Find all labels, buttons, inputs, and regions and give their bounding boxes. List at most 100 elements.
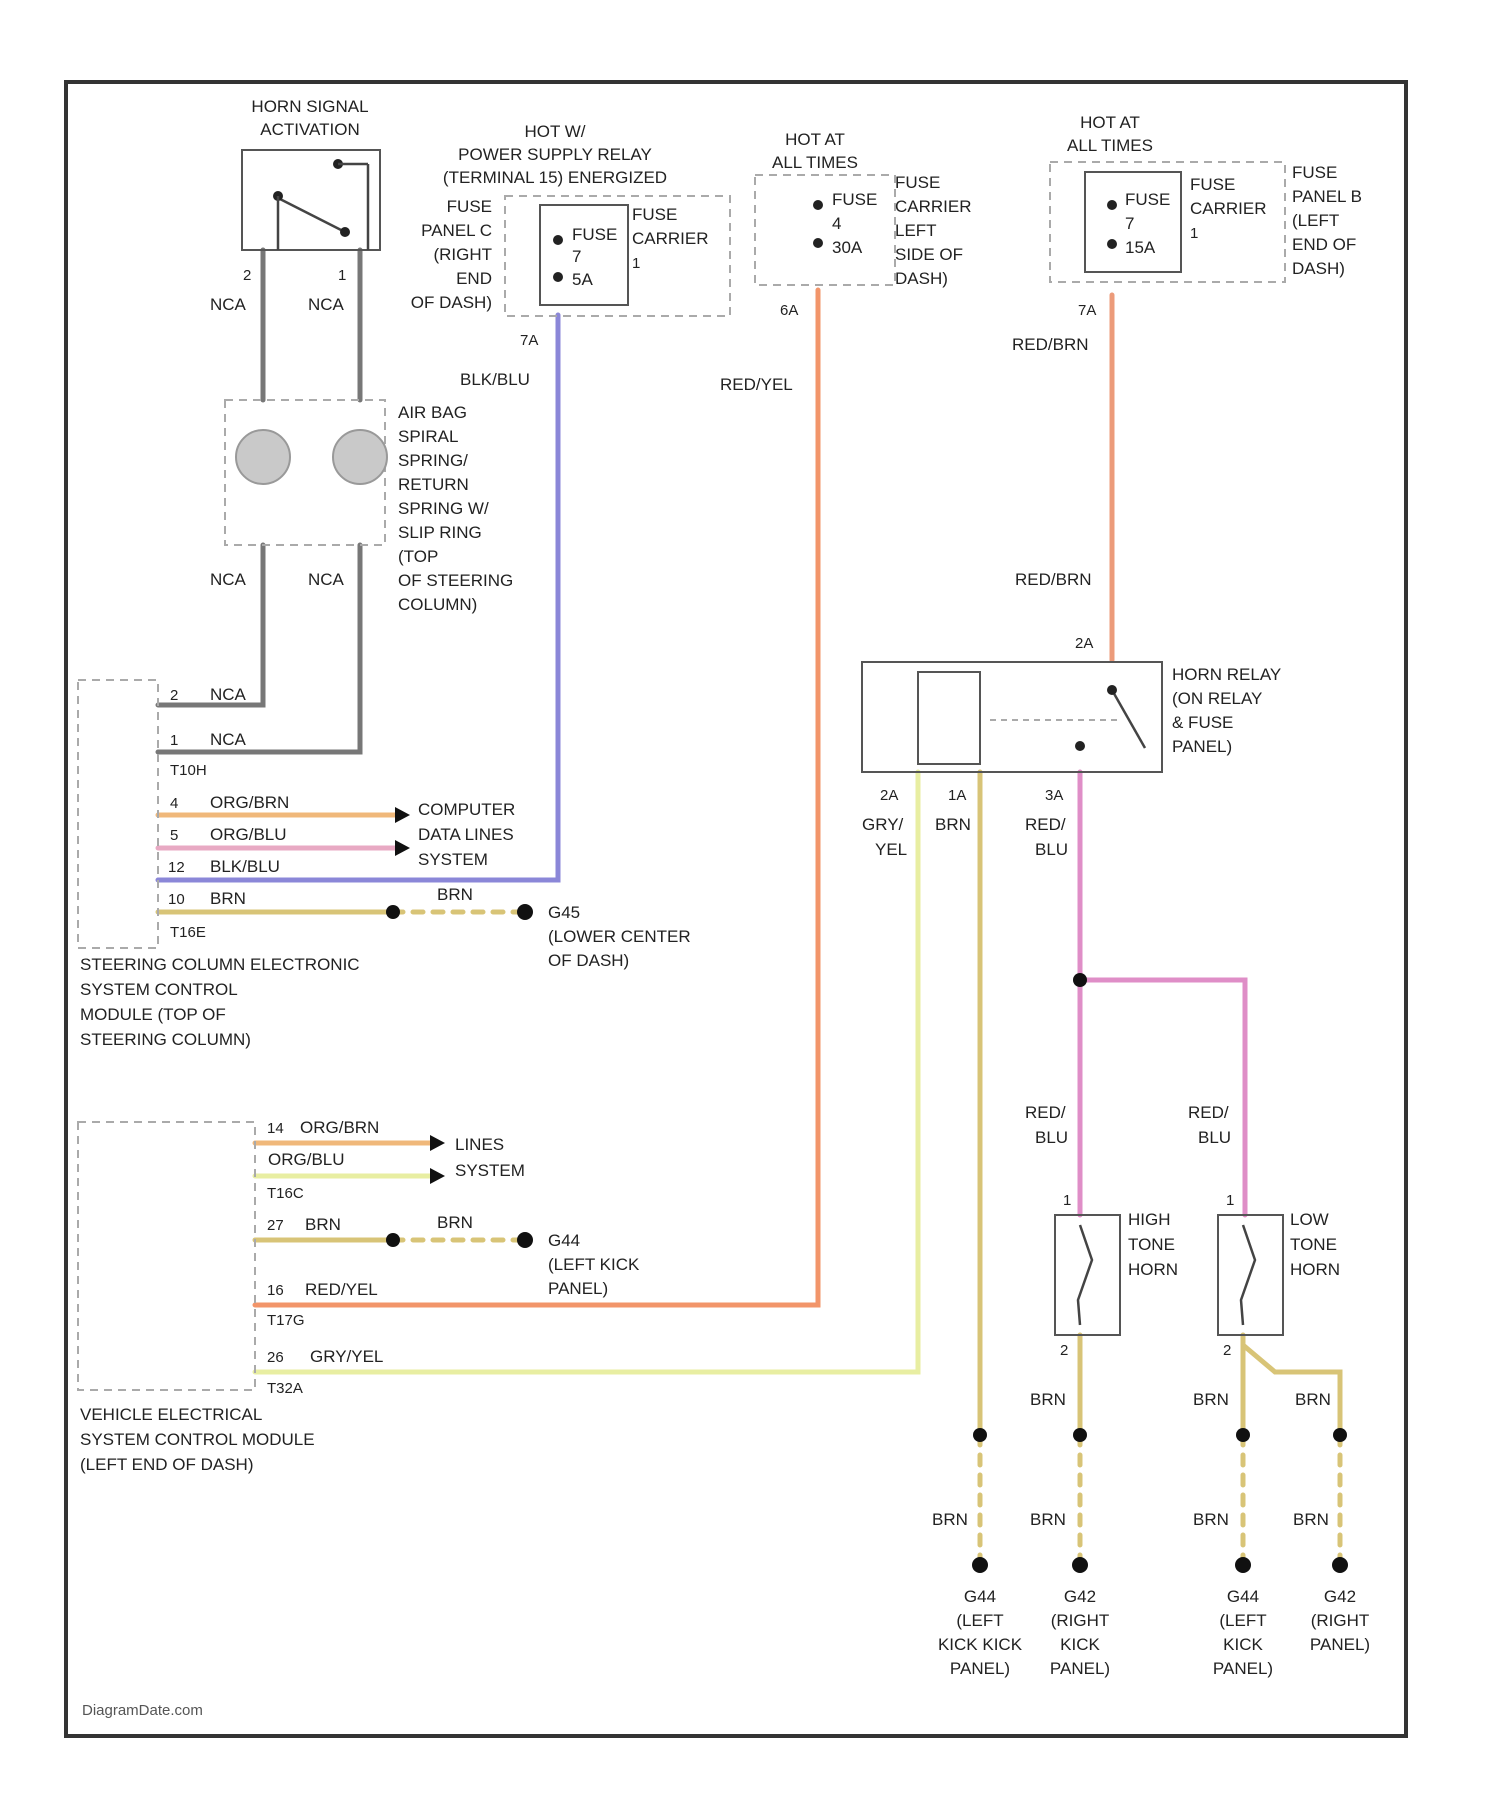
splice-g45 xyxy=(386,905,400,919)
power-relay-panel-3: (RIGHT xyxy=(433,245,492,264)
horn-relay-pin-1: 2A xyxy=(880,787,898,804)
vm-row-pin-4: 27 xyxy=(267,1217,284,1234)
horn-relay-coil-box xyxy=(918,672,980,764)
arrow-vm-org-brn xyxy=(430,1135,445,1151)
arrow-org-blu xyxy=(395,840,410,856)
power-relay-carrier-1: FUSE xyxy=(632,205,677,224)
spiral-label-4: RETURN xyxy=(398,475,469,494)
sm-label-3: MODULE (TOP OF xyxy=(80,1005,226,1024)
ground-4-label-2: (RIGHT xyxy=(1311,1611,1370,1630)
splice-brn-1 xyxy=(973,1428,987,1442)
horn-relay-pivot xyxy=(1107,685,1117,695)
fuse-power-relay-panel-box xyxy=(505,196,730,316)
diagram-frame xyxy=(66,82,1406,1736)
sm-row-pin-1: 2 xyxy=(170,687,178,704)
vehicle-module-box xyxy=(78,1122,255,1390)
wire-label-nca-1: NCA xyxy=(210,295,247,314)
sm-row-wire-6: BLK/BLU xyxy=(210,857,280,876)
horn-switch-pin-2: 2 xyxy=(243,267,251,284)
sm-row-wire-1: NCA xyxy=(210,685,247,704)
power-relay-carrier-2: CARRIER xyxy=(632,229,709,248)
fuse-7-bottom xyxy=(553,272,563,282)
wire-label-nca-2: NCA xyxy=(308,295,345,314)
ground-1-label-2: (LEFT xyxy=(956,1611,1003,1630)
power-relay-panel-2: PANEL C xyxy=(421,221,492,240)
vm-row-pin-6: T17G xyxy=(267,1312,305,1329)
low-horn-label-3: HORN xyxy=(1290,1260,1340,1279)
sm-row-wire-2: NCA xyxy=(210,730,247,749)
bottom-brn-3: BRN xyxy=(1193,1510,1229,1529)
vm-row-pin-5: 16 xyxy=(267,1282,284,1299)
horn-relay-label-3: & FUSE xyxy=(1172,713,1233,732)
credit-text: DiagramDate.com xyxy=(82,1702,203,1719)
fuse-power-relay-carrier-box xyxy=(540,205,628,305)
high-horn-wire-in-2: BLU xyxy=(1035,1128,1068,1147)
horn-relay-top-pin: 2A xyxy=(1075,635,1093,652)
spiral-coil-right xyxy=(333,430,387,484)
sm-ground-3: OF DASH) xyxy=(548,951,629,970)
vm-label-1: VEHICLE ELECTRICAL xyxy=(80,1405,262,1424)
vm-ground-3: PANEL) xyxy=(548,1279,608,1298)
ground-2 xyxy=(1072,1557,1088,1573)
vm-ground-1: G44 xyxy=(548,1231,580,1250)
wire-label-blk-blu: BLK/BLU xyxy=(460,370,530,389)
fuse-4-top xyxy=(813,200,823,210)
spiral-label-2: SPIRAL xyxy=(398,427,458,446)
low-horn-wire-in-2: BLU xyxy=(1198,1128,1231,1147)
low-horn-label-1: LOW xyxy=(1290,1210,1329,1229)
low-horn-wire-out: BRN xyxy=(1193,1390,1229,1409)
ground-1-label-3: KICK KICK xyxy=(938,1635,1023,1654)
panelb-panel-5: DASH) xyxy=(1292,259,1345,278)
power-relay-panel-4: END xyxy=(456,269,492,288)
power-relay-hot-3: (TERMINAL 15) ENERGIZED xyxy=(443,168,667,187)
fuse4-hot-2: ALL TIMES xyxy=(772,153,858,172)
ground-3 xyxy=(1235,1557,1251,1573)
ground-1-label-1: G44 xyxy=(964,1587,996,1606)
horn-relay-label-2: (ON RELAY xyxy=(1172,689,1262,708)
sm-row-pin-4: 4 xyxy=(170,795,178,812)
low-horn-wire-in-1: RED/ xyxy=(1188,1103,1229,1122)
power-relay-carrier-3: 1 xyxy=(632,255,640,272)
wire-label-red-blu-2: BLU xyxy=(1035,840,1068,859)
sm-row-wire-4: ORG/BRN xyxy=(210,793,289,812)
wire-label-nca-3: NCA xyxy=(210,570,247,589)
ground-1-label-4: PANEL) xyxy=(950,1659,1010,1678)
bottom-brn-4: BRN xyxy=(1293,1510,1329,1529)
vm-row-pin-7: 26 xyxy=(267,1349,284,1366)
arrow-vm-org-blu xyxy=(430,1168,445,1184)
high-horn-pin-2: 2 xyxy=(1060,1342,1068,1359)
panelb-panel-4: END OF xyxy=(1292,235,1356,254)
vm-ground-2: (LEFT KICK xyxy=(548,1255,640,1274)
power-relay-fuse-3: 5A xyxy=(572,270,593,289)
sm-row-wire-5: ORG/BLU xyxy=(210,825,287,844)
ground-4-label-3: PANEL) xyxy=(1310,1635,1370,1654)
vm-row-wire-4: BRN xyxy=(305,1215,341,1234)
connection-marks xyxy=(386,807,1348,1573)
sm-row-wire-7: BRN xyxy=(210,889,246,908)
high-horn-pin-1: 1 xyxy=(1063,1192,1071,1209)
fuse4-fuse-3: 30A xyxy=(832,238,863,257)
horn-relay-pin-2: 1A xyxy=(948,787,966,804)
horn-switch-contact-b xyxy=(340,227,350,237)
fuse4-fuse-1: FUSE xyxy=(832,190,877,209)
sm-row-pin-6: 12 xyxy=(168,859,185,876)
fuse-7b-bottom xyxy=(1107,239,1117,249)
ground-g44-vm xyxy=(517,1232,533,1248)
wire-label-red-blu-1: RED/ xyxy=(1025,815,1066,834)
power-relay-fuse-2: 7 xyxy=(572,247,581,266)
low-horn-coil xyxy=(1241,1225,1255,1325)
horn-switch-label-2: ACTIVATION xyxy=(260,120,360,139)
steering-module-box xyxy=(78,680,158,948)
ground-3-label-4: PANEL) xyxy=(1213,1659,1273,1678)
panelb-fuse-3: 15A xyxy=(1125,238,1156,257)
fuse4-carrier-1: FUSE xyxy=(895,173,940,192)
panelb-fuse-1: FUSE xyxy=(1125,190,1170,209)
wire-label-nca-4: NCA xyxy=(308,570,345,589)
bottom-brn-2: BRN xyxy=(1030,1510,1066,1529)
low-horn-branch-wire: BRN xyxy=(1295,1390,1331,1409)
ground-2-label-1: G42 xyxy=(1064,1587,1096,1606)
vm-row-wire-2: ORG/BLU xyxy=(268,1150,345,1169)
fuse-4-bottom xyxy=(813,238,823,248)
ground-3-label-1: G44 xyxy=(1227,1587,1259,1606)
